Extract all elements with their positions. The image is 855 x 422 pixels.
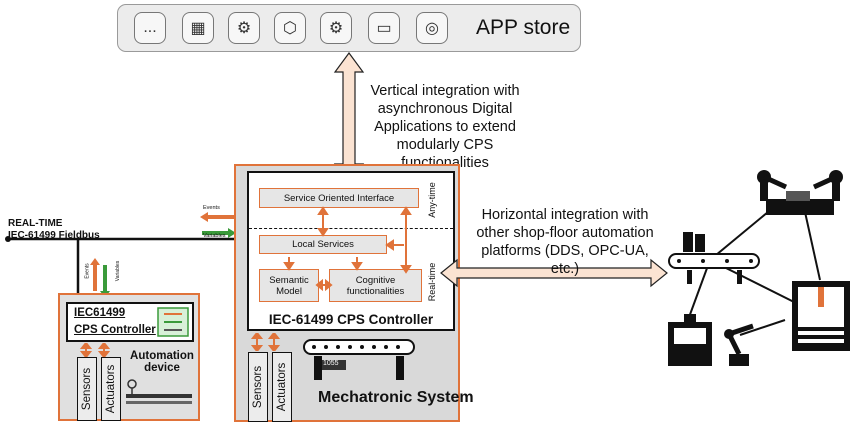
variables-label-top: Variables — [203, 233, 226, 239]
linear-axis-icon — [126, 379, 192, 404]
events-label-top: Events — [203, 205, 220, 211]
cps-controller-box: Service Oriented Interface Local Service… — [247, 171, 455, 331]
horizontal-integration-arrow — [440, 258, 668, 288]
internal-arrows — [283, 206, 412, 292]
variables-label-vertical: Variables — [115, 260, 122, 282]
app-store-label: APP store — [476, 16, 571, 39]
cnc-machine-icon[interactable] — [790, 275, 852, 355]
more-apps-icon[interactable]: ... — [134, 12, 166, 44]
conveyor-belt-icon — [303, 339, 415, 380]
events-variables-arrows — [200, 212, 236, 238]
horizontal-integration-text: Horizontal integration with other shop-f… — [476, 207, 654, 277]
app-store-bar: ... ▦ ⚙ ⬡ ⚙ ▭ ◎ APP store — [117, 4, 581, 52]
automation-cps-line2: CPS Controller — [74, 324, 156, 336]
robot-cell-icon[interactable] — [752, 165, 848, 217]
mechatronic-sensors: Sensors — [248, 352, 268, 422]
factory-line-icon[interactable]: ▦ — [182, 12, 214, 44]
machine-tool-icon[interactable] — [666, 312, 716, 368]
any-time-divider — [249, 228, 453, 229]
plc-module-icon — [157, 307, 189, 337]
automation-cps-line1: IEC61499 — [74, 307, 126, 319]
mechatronic-io-arrows — [250, 333, 281, 351]
loading-ring-icon[interactable]: ◎ — [416, 12, 448, 44]
shop-floor-network — [687, 211, 821, 336]
twin-robots-icon[interactable]: ⚙ — [320, 12, 352, 44]
automation-device-label: Automation device — [130, 350, 194, 374]
automation-sensors: Sensors — [77, 357, 97, 421]
fieldbus-label: Real-time IEC-61499 Fieldbus — [8, 218, 100, 241]
cognitive-functionalities: Cognitive functionalities — [329, 269, 422, 302]
mechatronic-system-label: Mechatronic System — [318, 389, 474, 406]
cps-controller-title: IEC-61499 CPS Controller — [268, 312, 434, 327]
automation-cps-controller: IEC61499 CPS Controller — [66, 302, 194, 342]
vertical-integration-text: Vertical integration with asynchronous D… — [370, 83, 520, 171]
robot-arm-machine-icon[interactable] — [715, 318, 767, 368]
monitor-icon[interactable]: ▭ — [368, 12, 400, 44]
conveyor-icon[interactable] — [667, 230, 763, 286]
events-label-vertical: Events — [84, 263, 91, 279]
conveyor-counter: 1055 — [323, 360, 339, 367]
mechatronic-actuators: Actuators — [272, 352, 292, 422]
automation-io-arrows — [79, 343, 111, 357]
robot-arm-icon[interactable]: ⚙ — [228, 12, 260, 44]
conveyor-box-icon[interactable]: ⬡ — [274, 12, 306, 44]
fieldbus-line — [5, 236, 249, 302]
service-oriented-interface: Service Oriented Interface — [259, 188, 419, 208]
automation-actuators: Actuators — [101, 357, 121, 421]
events-variables-vertical-arrows — [90, 258, 110, 298]
